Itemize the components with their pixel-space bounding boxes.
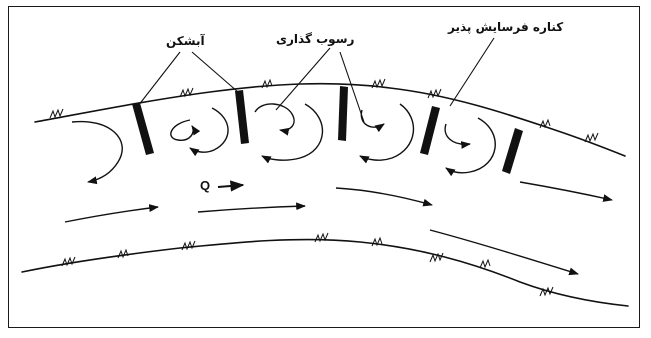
grass-tuft [540, 120, 550, 128]
discharge-arrow [218, 185, 243, 187]
eddy-arrow [72, 122, 122, 182]
eddy-arrow [190, 108, 228, 152]
groyne-4 [420, 106, 440, 155]
eddy-arrow [361, 110, 384, 127]
lower-bank-line [22, 240, 628, 306]
groyne-5 [502, 128, 523, 174]
erodible-bank-label: کناره فرسایش پذیر [448, 20, 563, 34]
grass-tuft [540, 287, 553, 296]
flow-arrow [336, 188, 432, 205]
flow-arrow [198, 206, 305, 212]
discharge-label: Q [200, 178, 210, 193]
sedimentation-label: رسوب گذاری [276, 32, 354, 46]
upper-bank-line [35, 84, 625, 156]
flow-arrow [430, 230, 578, 274]
grass-tuft [182, 241, 195, 250]
grass-tuft [315, 233, 328, 242]
leader-line [450, 38, 494, 106]
eddy-arrow [262, 104, 322, 160]
groyne-1 [132, 103, 154, 155]
groynes [132, 86, 523, 174]
groyne-2 [235, 90, 249, 144]
grass-tuft [480, 260, 490, 268]
flow-arrow [520, 182, 612, 200]
eddy-arrow [255, 104, 294, 130]
eddy-arrow [446, 118, 495, 173]
eddy-arrow [171, 120, 193, 140]
eddy-arrow [445, 124, 470, 144]
eddy-arrow [360, 104, 413, 160]
lower-bank-vegetation [62, 233, 553, 296]
groyne-label: آبشکن [166, 34, 205, 48]
flow-arrow [65, 207, 158, 222]
leader-line [192, 52, 238, 92]
groyne-3 [338, 86, 348, 141]
leader-line [276, 48, 330, 110]
